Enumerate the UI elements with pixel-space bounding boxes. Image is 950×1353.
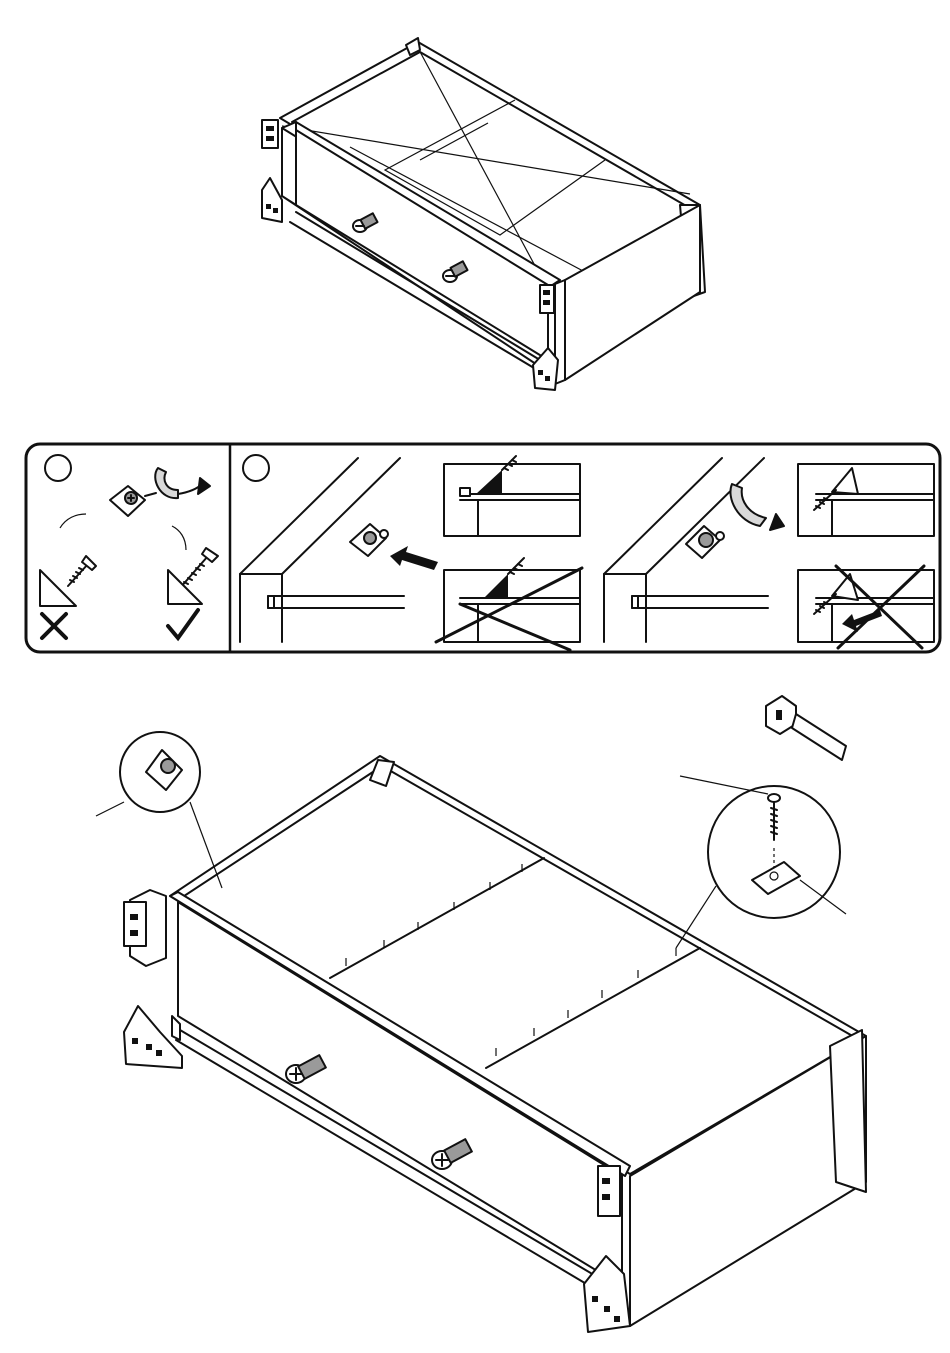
cam-lock-icon xyxy=(350,524,388,556)
frame-with-connectors-figure xyxy=(0,0,950,420)
plate-icon xyxy=(676,786,846,948)
step-2-badge xyxy=(243,455,269,481)
corner-bracket-icon xyxy=(262,120,282,222)
check-detail-1 xyxy=(444,456,580,536)
cam-lock-icon xyxy=(686,526,724,558)
step-1-badge xyxy=(45,455,71,481)
hammer-icon xyxy=(766,696,846,760)
curve-arrow-left xyxy=(60,514,86,528)
check-detail-4 xyxy=(798,566,934,648)
frame-slats-drawing xyxy=(0,676,950,1353)
correct-mark-icon xyxy=(168,610,198,638)
detail-panel-drawing xyxy=(0,438,950,660)
frame-with-slats-figure xyxy=(0,676,950,1353)
rotate-arrow-icon xyxy=(155,468,210,498)
cam-lock-detail-icon xyxy=(96,732,222,888)
screw-icon xyxy=(168,548,218,604)
curve-arrow-right xyxy=(172,526,186,550)
connector-detail-panel xyxy=(0,438,950,660)
frame-drawing xyxy=(0,0,950,420)
panel-section-right xyxy=(604,458,768,642)
rotate-arrow-icon xyxy=(730,484,784,530)
check-detail-2 xyxy=(436,558,582,650)
check-detail-3 xyxy=(798,464,934,536)
push-arrow-icon xyxy=(390,546,438,570)
wrong-mark-icon xyxy=(42,614,66,638)
cam-lock-icon xyxy=(110,486,156,516)
panel-section-left xyxy=(240,458,404,642)
screw-icon xyxy=(40,556,96,606)
